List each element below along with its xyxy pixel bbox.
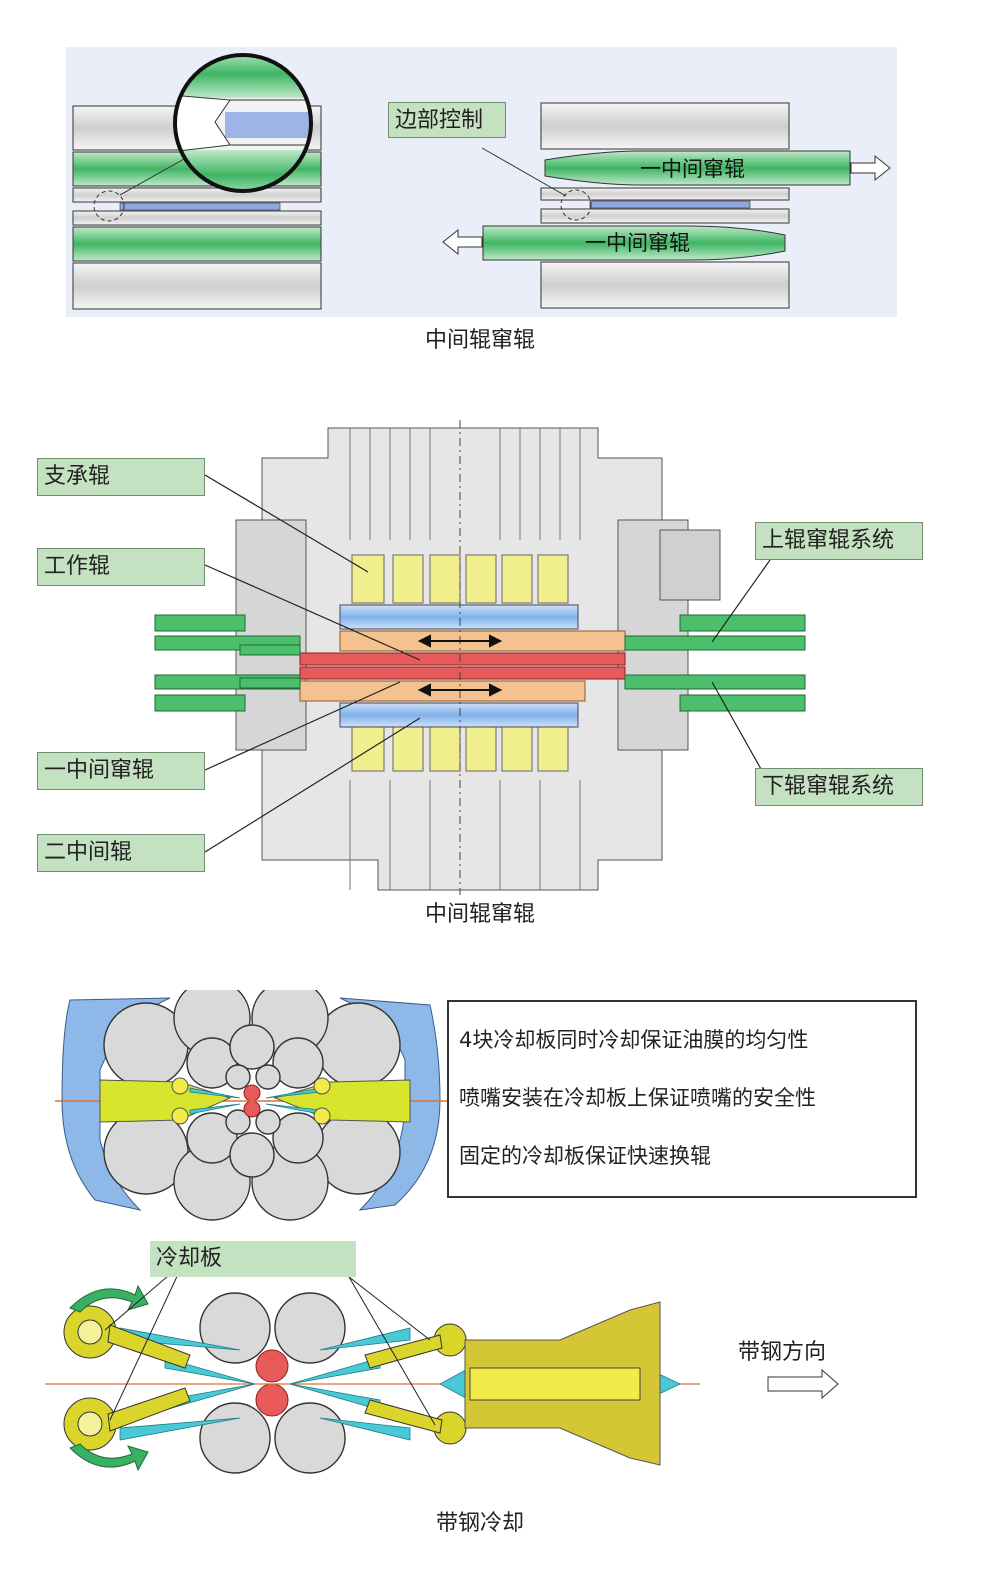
right-upper-shifted-roll [544,150,851,186]
left-nozzle-arms [63,1305,191,1451]
upper-backup-segments [351,554,569,604]
magnifier-detail [175,55,311,191]
upper-shift-roll-label: 一中间窜辊 [640,157,745,181]
strip-upper-work-roll [255,1349,289,1383]
lower-work-roll [299,666,626,680]
housing-vertical-lines [349,428,581,890]
strip-lower-work-roll [255,1383,289,1417]
label-backup-roll: 支承辊 [37,458,205,496]
cooling-info-box: 4块冷却板同时冷却保证油膜的均匀性 喷嘴安装在冷却板上保证喷嘴的安全性 固定的冷… [447,1000,917,1198]
strip-direction-arrow [767,1368,839,1400]
figure-strip-cooling [45,1269,839,1474]
shift-arrow-left [442,228,483,256]
info-line-1: 4块冷却板同时冷却保证油膜的均匀性 [459,1028,809,1052]
figure1-caption: 中间辊窜辊 [424,328,535,353]
lower-work-roll-small [243,1100,261,1118]
figure2-caption: 中间辊窜辊 [424,902,535,927]
cluster-rolls [103,990,401,1221]
left-side-frame [235,519,307,751]
fig2-leader-lines [204,474,771,853]
left-strip [119,202,281,211]
lower-shift-roll-label: 一中间窜辊 [585,231,690,255]
info-line-2: 喷嘴安装在冷却板上保证喷嘴的安全性 [459,1086,816,1110]
right-bottom-backup-roll [540,261,790,309]
edge-control-leader [481,147,567,197]
info-line-3: 固定的冷却板保证快速换辊 [459,1144,711,1168]
right-lower-shifted-roll [482,225,786,261]
rotation-arrow-top [69,1284,149,1313]
label-first-intermediate-shift-roll: 一中间窜辊 [37,752,205,790]
right-lower-work-roll [540,208,790,224]
right-top-block [659,529,721,601]
lower-backup-segments [351,722,569,772]
left-lower-intermediate-roll [72,226,322,262]
plate-leader-lines [104,1269,436,1426]
left-detail-marker [93,190,125,222]
cooling-spray [189,1087,321,1115]
magnifier-ring [173,53,313,193]
right-shift-cylinders [624,614,806,712]
label-lower-shift-system: 下辊窜辊系统 [755,768,923,806]
figure-roll-shift-schematic: 一中间窜辊 一中间窜辊 [66,47,897,317]
figure-roll-cluster-cooling [55,990,450,1221]
strip-cooling-rolls [199,1292,346,1474]
label-upper-shift-system: 上辊窜辊系统 [755,522,923,560]
shift-double-arrows [417,634,503,697]
right-strip [589,200,751,209]
left-lower-work-roll [72,210,322,226]
right-nozzle-arms [364,1323,467,1445]
left-shift-cylinders [154,614,301,712]
right-detail-marker [560,189,592,221]
cooling-header-core [469,1367,641,1401]
right-top-backup-roll [540,102,790,150]
roll-pivot-yellow [171,1077,331,1125]
left-bottom-backup-roll [72,262,322,310]
edge-control-label: 边部控制 [388,102,506,138]
label-work-roll: 工作辊 [37,548,205,586]
upper-work-roll-small [243,1084,261,1102]
label-cooling-plate: 冷却板 [150,1241,356,1277]
label-second-intermediate-roll: 二中间辊 [37,834,205,872]
figure4-caption: 带钢冷却 [435,1511,524,1536]
lower-second-intermediate-roll [339,702,579,728]
shift-arrow-right [850,154,891,182]
left-upper-work-roll [72,187,322,203]
figure-mill-cross-section [154,420,806,895]
label-strip-direction: 带钢方向 [738,1340,827,1365]
upper-second-intermediate-roll [339,604,579,630]
rotation-arrow-bottom [69,1443,149,1472]
upper-work-roll [299,652,626,666]
right-upper-work-roll [540,187,790,201]
